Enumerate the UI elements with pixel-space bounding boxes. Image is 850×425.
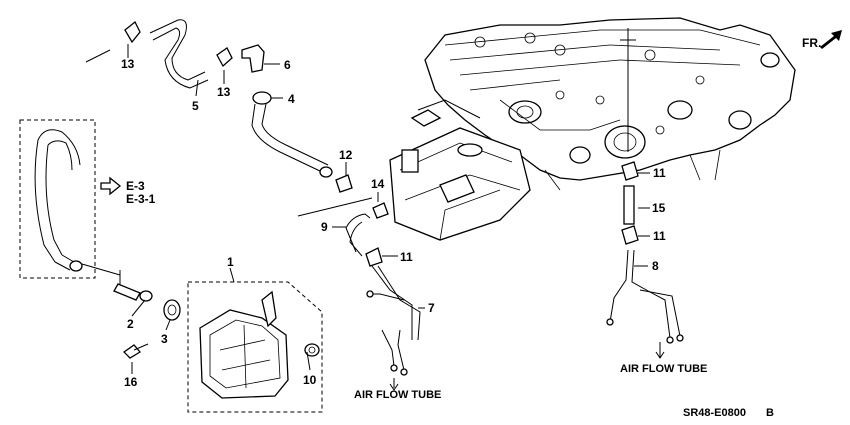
front-arrow-icon (820, 30, 842, 49)
callout-11-c: 11 (653, 229, 666, 243)
callout-12: 12 (339, 148, 353, 162)
callout-2: 2 (127, 317, 134, 331)
callout-9: 9 (321, 220, 328, 234)
cylinder-head-cover (389, 99, 531, 241)
callout-7: 7 (428, 301, 435, 315)
air-flow-tube-right (606, 249, 684, 359)
elbow-joint (241, 44, 280, 73)
breather-hose-assembly (19, 119, 121, 279)
air-flow-tube-left (366, 265, 421, 391)
hose-clip-11c (621, 225, 639, 245)
hose-clip-14 (372, 202, 389, 219)
hose-clip-11a (365, 247, 383, 267)
engine-block (424, 17, 796, 191)
callout-5: 5 (192, 99, 199, 113)
reference-arrow-icon (100, 176, 122, 196)
callout-16: 16 (124, 375, 138, 389)
callout-3: 3 (161, 332, 168, 346)
leader-lines (127, 44, 650, 374)
callout-4: 4 (288, 92, 295, 106)
hose-clip-11b (621, 161, 639, 181)
connecting-hose-15 (623, 185, 635, 225)
hose-clip-13b (216, 47, 233, 68)
callout-8: 8 (652, 259, 659, 273)
reference-line-2: E-3-1 (126, 192, 156, 206)
grommet (163, 299, 181, 321)
upper-breather-hose (149, 19, 209, 89)
connecting-hose-9 (345, 213, 371, 257)
callout-6: 6 (284, 58, 291, 72)
callout-11-a: 11 (400, 250, 413, 264)
callout-13-b: 13 (217, 85, 231, 99)
hose-clip-13a (85, 20, 141, 63)
callout-1: 1 (227, 255, 234, 269)
air-flow-tube-label-left: AIR FLOW TUBE (354, 389, 441, 401)
bolt (122, 343, 149, 359)
reference-line-1: E-3 (126, 179, 145, 193)
callout-15: 15 (652, 201, 666, 215)
pcv-valve (113, 270, 153, 302)
air-flow-tube-label-right: AIR FLOW TUBE (620, 363, 707, 375)
callout-10: 10 (303, 373, 317, 387)
grommet-4 (252, 91, 283, 105)
front-marker: FR. (802, 36, 821, 50)
resonator-group (187, 281, 323, 413)
callout-14: 14 (371, 177, 385, 191)
breather-tube (251, 103, 353, 193)
callout-13-a: 13 (121, 57, 135, 71)
sensor-rod (620, 28, 636, 152)
revision-mark: B (766, 407, 774, 419)
diagram-code: SR48-E0800 (683, 407, 746, 419)
callout-11-b: 11 (653, 166, 666, 180)
